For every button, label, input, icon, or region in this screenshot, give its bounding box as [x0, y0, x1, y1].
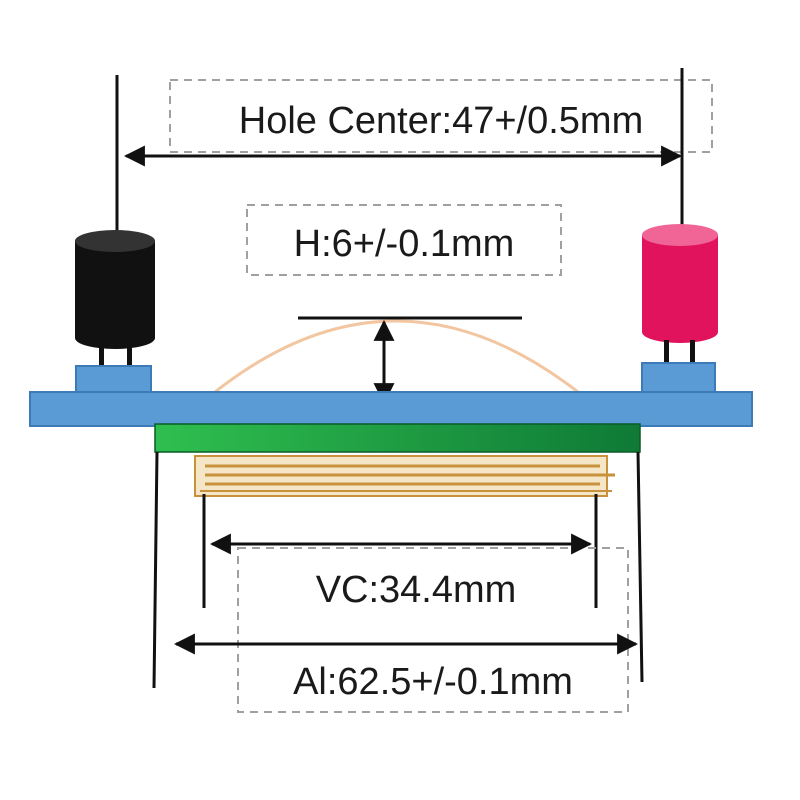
- vc-label-group: VC:34.4mm: [237, 547, 629, 713]
- green-strip: [154, 423, 641, 453]
- circuit-board: [29, 391, 753, 427]
- al-label: Al:62.5+/-0.1mm: [293, 661, 573, 703]
- al-left-extension-line: [152, 451, 159, 689]
- height-label-box: [246, 204, 562, 276]
- pink-capacitor-icon: [641, 224, 718, 394]
- dome-curve: [214, 319, 579, 394]
- coil: [194, 455, 615, 497]
- al-right-extension-line: [636, 451, 644, 683]
- height-label-group: H:6+/-0.1mm: [246, 204, 562, 276]
- vc-label-box: [237, 547, 629, 713]
- hole-center-label: Hole Center:47+/0.5mm: [239, 100, 643, 142]
- height-label: H:6+/-0.1mm: [294, 223, 515, 265]
- vc-label: VC:34.4mm: [316, 569, 517, 611]
- hole-center-label-group: Hole Center:47+/0.5mm: [169, 79, 713, 153]
- black-capacitor-icon: [75, 230, 155, 395]
